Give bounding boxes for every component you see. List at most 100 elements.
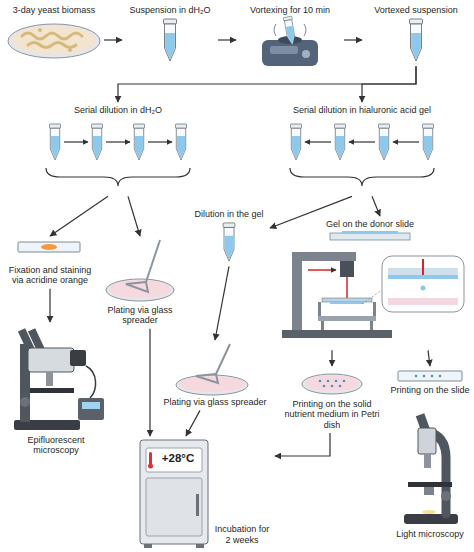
bracket — [46, 168, 190, 186]
dilution-arrow — [64, 141, 88, 142]
acceptor-medium — [388, 298, 458, 305]
step-label-box: Gel on the donor slide — [274, 219, 466, 229]
tube — [164, 19, 177, 61]
laser-beam — [308, 269, 336, 271]
label-holder: +28°C — [155, 452, 201, 465]
holder — [321, 321, 324, 330]
yeast-colony — [38, 28, 42, 32]
step-label-box: Epifluorescent microscopy — [6, 435, 106, 456]
incubator-foot — [196, 544, 204, 548]
step-label-box: 3-day yeast biomass — [6, 5, 102, 15]
glass-spreader — [196, 374, 218, 383]
yeast-streak — [22, 33, 82, 39]
process-step: Plating via glass spreader — [100, 236, 180, 329]
printed-dot — [439, 375, 442, 378]
dish-rim — [176, 375, 248, 395]
step-label: Incubation for 2 weeks — [211, 524, 273, 545]
flow-arrow — [149, 329, 150, 436]
dish-agar — [109, 280, 171, 298]
printed-dot — [343, 380, 346, 383]
stage — [408, 482, 452, 487]
flow-arrow — [428, 350, 430, 366]
tube — [91, 124, 102, 160]
glass-spreader — [146, 240, 160, 282]
step-label: Serial dilution in dH₂O — [32, 105, 204, 115]
flow-arrow — [331, 350, 332, 366]
process-step: Suspension in dH₂O — [122, 2, 218, 66]
printed-dot — [415, 375, 418, 378]
process-step: Printing on the slide — [388, 366, 472, 398]
zoom-leader — [362, 290, 382, 304]
process-step: Dilution in the gel — [188, 206, 270, 266]
objective — [424, 454, 431, 468]
flow-arrow — [49, 289, 50, 322]
printed-dots — [415, 375, 442, 378]
tube — [49, 124, 60, 160]
microscope-head — [28, 348, 74, 372]
power-supply — [78, 398, 104, 420]
step-label: Dilution in the gel — [190, 209, 268, 219]
step-label-box: Printing on the slide — [390, 385, 470, 395]
tube — [283, 16, 297, 46]
motion-mark — [274, 24, 306, 36]
process-step: Vortexing for 10 min — [236, 2, 344, 68]
printed-dot — [423, 375, 426, 378]
apparatus-arm — [292, 252, 356, 261]
printed-dot — [327, 380, 330, 383]
holder — [370, 321, 373, 330]
objective — [46, 372, 53, 386]
cable — [86, 366, 96, 398]
step-label: 3-day yeast biomass — [6, 5, 102, 15]
stage — [30, 388, 74, 393]
power-screen — [82, 402, 100, 409]
step-label: Serial dilution in hialuronic acid gel — [264, 105, 460, 115]
flow-arrow — [275, 433, 330, 456]
flow-arrow — [372, 196, 380, 216]
step-label-box: Plating via glass spreader — [102, 305, 178, 326]
process-step: Light microscopy — [388, 410, 472, 542]
glass-spreader — [126, 282, 148, 292]
step-label-box: Plating via glass spreader — [162, 397, 268, 407]
process-step: Epifluorescent microscopy — [4, 322, 108, 459]
yeast-streak — [28, 43, 76, 48]
printed-dot — [431, 375, 434, 378]
donor-slide — [330, 233, 410, 240]
process-step: Plating via glass spreader — [160, 340, 270, 410]
focus-knob — [20, 397, 30, 407]
step-label-box: Vortexing for 10 min — [238, 5, 342, 15]
process-step: Serial dilution in dH₂O — [30, 102, 206, 196]
thermometer — [149, 452, 152, 465]
step-label-box: Suspension in dH₂O — [124, 5, 216, 15]
step-label-box: Serial dilution in dH₂O — [32, 105, 204, 115]
printed-dot — [319, 380, 322, 383]
flow-arrow — [50, 196, 108, 236]
epifluorescent-microscope — [14, 328, 104, 430]
condenser — [424, 487, 434, 495]
printed-dot — [335, 380, 338, 383]
tube — [223, 223, 235, 261]
dish-rim — [106, 279, 174, 301]
dish-agar — [12, 26, 96, 54]
step-label: Vortexed suspension — [364, 5, 468, 15]
tube — [422, 124, 433, 160]
dilution-arrow — [349, 141, 375, 142]
incubator — [140, 440, 208, 548]
laser-beam — [422, 259, 424, 275]
vortexer-knob — [302, 50, 310, 58]
dilution-arrow — [305, 141, 331, 142]
flow-arrow — [128, 196, 140, 236]
incubator-cabinet — [140, 440, 208, 544]
dish-rim — [302, 374, 362, 394]
flow-arrow — [186, 410, 200, 436]
zoom-inset — [382, 256, 464, 312]
process-step: Fixation and staining via acridine orang… — [2, 236, 98, 289]
laser-printing-apparatus — [282, 252, 464, 338]
dish-agar — [179, 376, 245, 392]
door-handle — [196, 494, 199, 516]
step-label-box: Fixation and staining via acridine orang… — [4, 265, 96, 286]
process-step: Incubation for 2 weeks — [135, 436, 275, 548]
dish-rim — [8, 24, 100, 58]
flow-arrow — [118, 66, 416, 102]
petri-dish-yeast — [8, 24, 100, 58]
gel-layer — [388, 275, 458, 279]
